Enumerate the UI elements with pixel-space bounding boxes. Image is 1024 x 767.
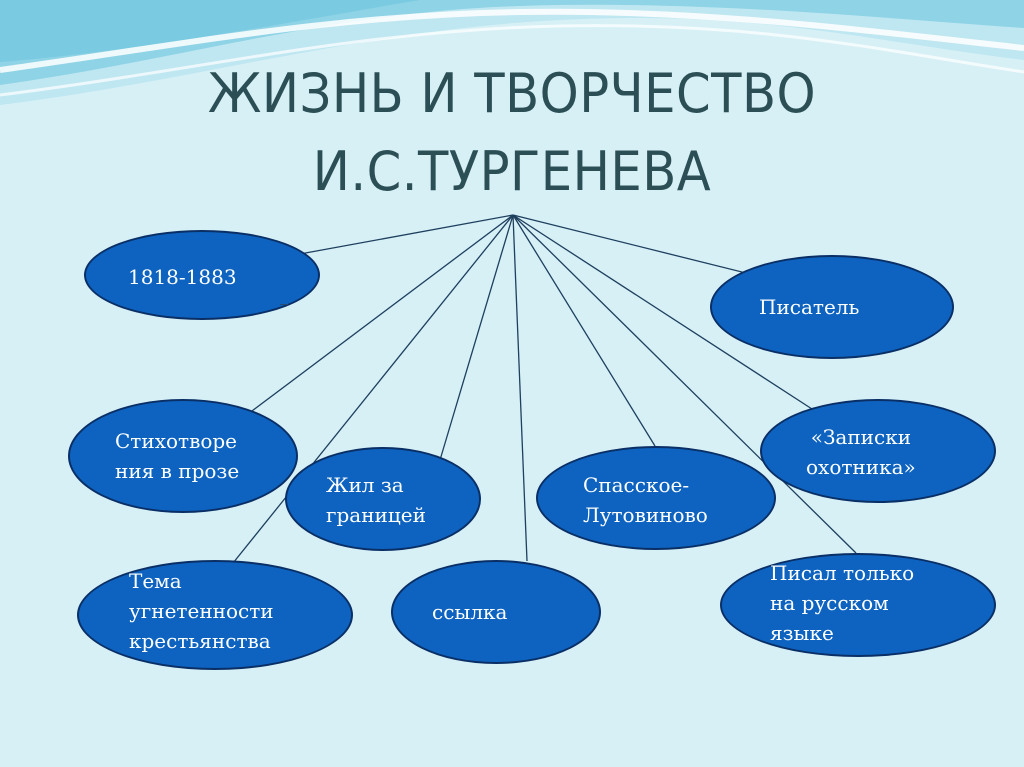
node-writer bbox=[710, 255, 954, 359]
slide-title-line-1: ЖИЗНЬ И ТВОРЧЕСТВО bbox=[207, 62, 817, 125]
node-exile bbox=[391, 560, 601, 664]
node-hunter-notes bbox=[760, 399, 996, 503]
connector-writer bbox=[512, 214, 771, 280]
connector-peasant-theme bbox=[224, 214, 514, 574]
connector-hunter-notes bbox=[512, 214, 813, 410]
connector-russian-only bbox=[512, 214, 857, 554]
dash-mark bbox=[280, 304, 288, 305]
node-russian-only-label: Писал только на русском языке bbox=[770, 561, 915, 645]
node-peasant-theme bbox=[77, 560, 353, 670]
node-russian-only bbox=[720, 553, 996, 657]
node-prose-poems-label: Стихотворе ния в прозе bbox=[115, 429, 240, 483]
node-exile-label: ссылка bbox=[432, 600, 508, 624]
node-years bbox=[84, 230, 320, 320]
node-lived-abroad bbox=[285, 447, 481, 551]
connector-years bbox=[299, 214, 514, 255]
node-lived-abroad-label: Жил за границей bbox=[326, 473, 426, 527]
connector-spasskoe bbox=[512, 214, 656, 447]
node-peasant-theme-label: Тема угнетенности крестьянства bbox=[129, 569, 274, 653]
connector-prose-poems bbox=[239, 214, 514, 421]
connector-exile bbox=[512, 214, 528, 562]
node-writer-label: Писатель bbox=[759, 295, 860, 319]
node-spasskoe-label: Спасское- Лутовиново bbox=[583, 473, 708, 527]
node-prose-poems bbox=[68, 399, 298, 513]
slide-title-line-2: И.С.ТУРГЕНЕВА bbox=[312, 140, 712, 203]
connector-lived-abroad bbox=[439, 214, 514, 461]
node-years-label: 1818-1883 bbox=[128, 265, 237, 289]
node-hunter-notes-label: «Записки охотника» bbox=[806, 425, 916, 479]
node-spasskoe bbox=[536, 446, 776, 550]
